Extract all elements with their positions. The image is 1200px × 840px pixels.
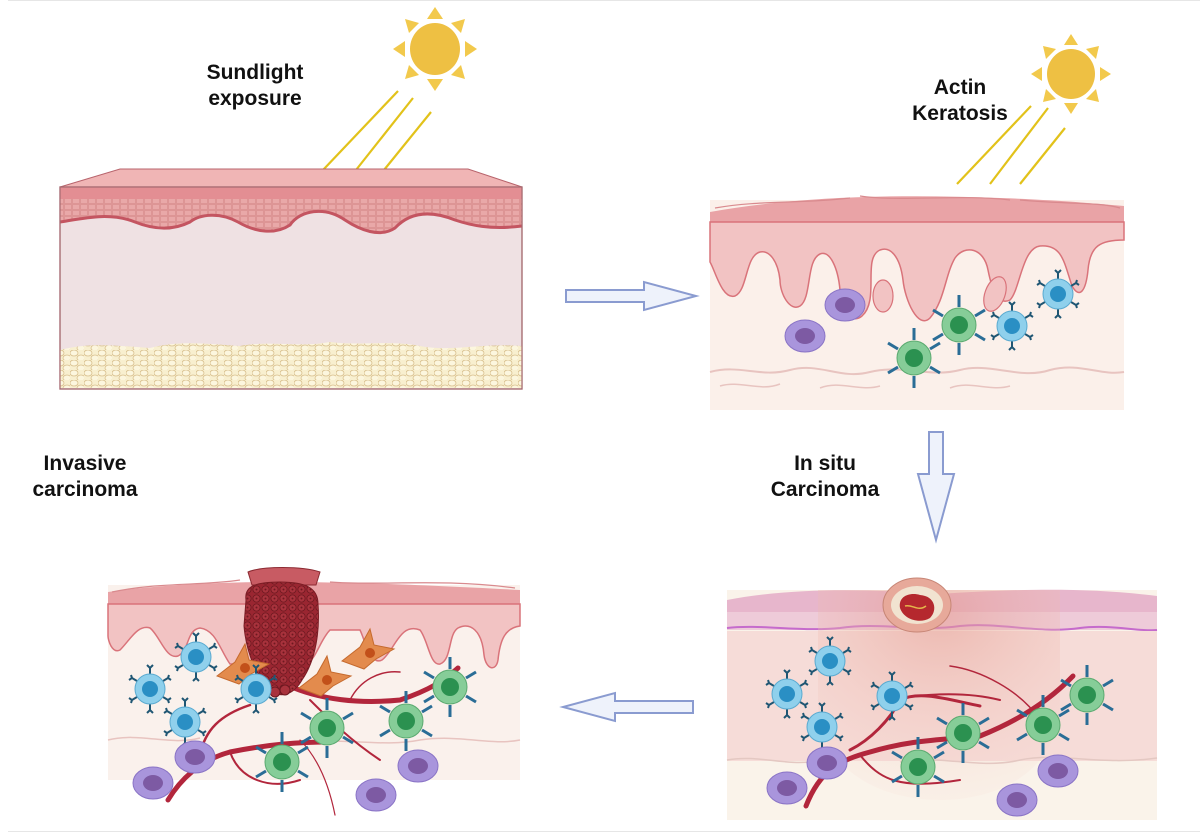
label-line: exposure (208, 87, 302, 110)
label-line: Invasive (43, 452, 127, 475)
skin-block-normal (59, 168, 523, 390)
panel-sunlight-exposure (59, 7, 523, 390)
nk-cell (174, 740, 216, 774)
label-line: carcinoma (32, 478, 138, 501)
label-invasive-carcinoma: Invasive carcinoma (20, 451, 150, 503)
label-in-situ-carcinoma: In situ Carcinoma (760, 451, 890, 503)
top-border (8, 0, 1200, 1)
label-line: Carcinoma (770, 478, 880, 501)
sun-rays (956, 105, 1066, 185)
nk-cell (355, 778, 397, 812)
panel-in-situ-carcinoma (726, 577, 1158, 820)
nk-cell (1037, 754, 1079, 788)
label-line: In situ (794, 452, 856, 475)
sun-icon (393, 7, 477, 91)
arrow-right-icon (565, 281, 697, 311)
arrow-down-icon (916, 431, 956, 544)
panel-actinic-keratosis (709, 34, 1125, 410)
sun-rays (322, 90, 432, 171)
arrow-left-icon (562, 692, 694, 722)
label-line: Sundlight (206, 61, 304, 84)
nk-cell (784, 319, 826, 353)
bottom-border (8, 831, 1200, 832)
ulcerated-lesion (882, 577, 952, 633)
label-sunlight-exposure: Sundlight exposure (170, 60, 340, 112)
nk-cell (806, 746, 848, 780)
label-actinic-keratosis: Actin Keratosis (900, 75, 1020, 127)
nk-cell (824, 288, 866, 322)
sun-icon (1031, 34, 1111, 114)
nk-cell (397, 749, 439, 783)
label-line: Keratosis (912, 102, 1008, 125)
label-line: Actin (933, 76, 987, 99)
nk-cell (766, 771, 808, 805)
nk-cell (996, 783, 1038, 817)
panel-invasive-carcinoma (107, 567, 521, 816)
nk-cell (132, 766, 174, 800)
